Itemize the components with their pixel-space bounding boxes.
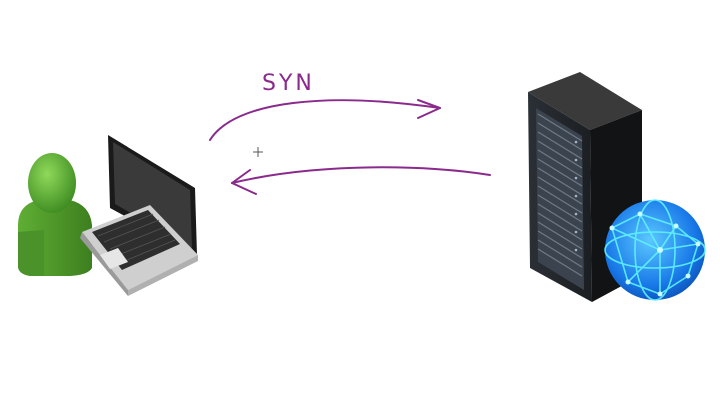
server-leds	[574, 140, 578, 252]
crosshair-cursor-icon	[253, 147, 263, 157]
return-arrow-line	[231, 166, 491, 184]
syn-label: SYN	[262, 71, 315, 96]
return-arrow	[231, 166, 491, 195]
server-slots	[537, 113, 583, 277]
syn-arrow	[209, 99, 441, 141]
return-arrow-head	[231, 169, 257, 195]
laptop-icon	[80, 135, 198, 296]
globe-network-icon	[604, 199, 706, 301]
server-rack-icon	[528, 72, 642, 302]
syn-arrow-line	[209, 99, 441, 141]
user-avatar-icon	[18, 153, 92, 276]
syn-arrow-head	[417, 99, 441, 119]
